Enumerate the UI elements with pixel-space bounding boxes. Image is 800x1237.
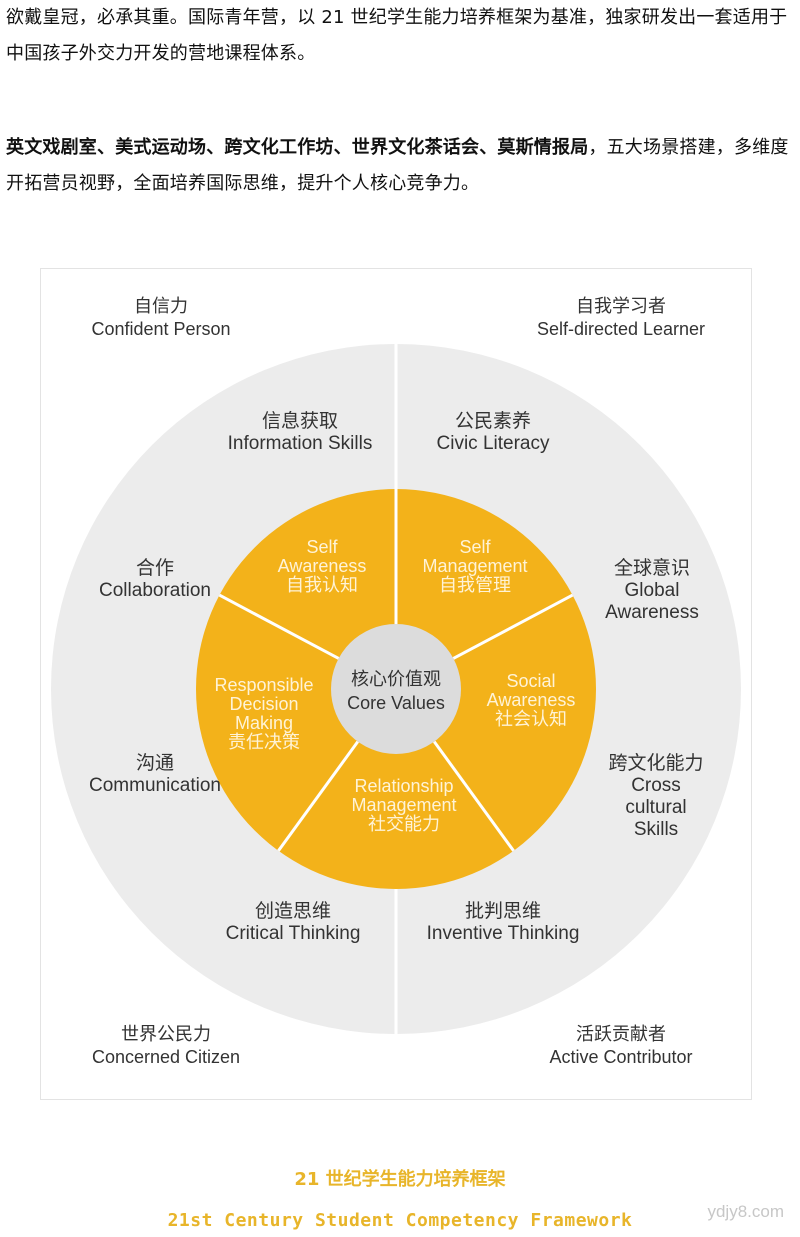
scene-list-bold: 英文戏剧室、美式运动场、跨文化工作坊、世界文化茶话会、莫斯情报局 [6,137,589,158]
corner-active-contributor: 活跃贡献者 Active Contributor [521,1023,721,1069]
corner-en: Self-directed Learner [536,319,706,339]
inner-segment-label-line: Awareness [278,556,367,576]
outer-competency-label-line: Global [625,580,680,601]
inner-segment-label-line: Management [422,556,527,576]
outer-competency-label-line: 沟通 [136,752,174,774]
watermark: ydjy8.com [707,1202,784,1221]
inner-segment-label-line: Self [306,537,338,557]
corner-confident-person: 自信力 Confident Person [71,295,251,341]
corner-cn: 活跃贡献者 [576,1024,666,1044]
inner-divider [452,593,574,660]
inner-segment-label-line: Decision [229,694,298,714]
inner-segment-label-line: 社会认知 [495,709,567,729]
corner-en: Confident Person [91,319,231,339]
outer-competency-label-line: Critical Thinking [226,923,361,944]
intro-paragraph-2: 英文戏剧室、美式运动场、跨文化工作坊、世界文化茶话会、莫斯情报局，五大场景搭建，… [6,130,796,202]
outer-competency-label-line: 创造思维 [255,900,331,922]
outer-competency-label-line: 合作 [136,557,174,579]
outer-competency-label-line: 跨文化能力 [608,752,703,774]
outer-competency-label-line: cultural [625,797,686,818]
outer-competency-label-line: Awareness [605,602,699,623]
inner-segment-label-line: Social [506,671,555,691]
outer-competency-label-line: Communication [89,775,221,796]
corner-cn: 世界公民力 [121,1024,211,1044]
inner-segment-label-line: Making [235,713,293,733]
center-cn: 核心价值观 [351,669,441,689]
inner-segment-label-line: Self [459,537,491,557]
inner-divider [218,593,340,660]
center-circle [331,624,461,754]
center-en: Core Values [347,693,445,713]
corner-cn: 自我学习者 [576,296,666,316]
inner-segment-label-line: Awareness [487,690,576,710]
corner-self-directed-learner: 自我学习者 Self-directed Learner [511,295,731,341]
inner-segment-label-line: 自我管理 [439,575,511,595]
outer-competency-label-line: 批判思维 [465,900,541,922]
inner-segment-label-line: Responsible [214,675,313,695]
inner-segment-label-line: Relationship [354,776,453,796]
outer-competency-label-line: Inventive Thinking [427,923,580,944]
inner-segment-label-line: 自我认知 [286,575,358,595]
outer-competency-label-line: Collaboration [99,580,211,601]
caption-chinese: 21 世纪学生能力培养框架 [294,1169,506,1190]
corner-cn: 自信力 [134,296,188,316]
outer-competency-label-line: 公民素养 [455,410,531,432]
outer-competency-label-line: Cross [631,775,681,796]
outer-competency-label-line: Civic Literacy [437,433,550,454]
inner-segment-label-line: Management [351,795,456,815]
scene-list-rest: ，五大场景搭建，多维度开拓营员视野，全面培养国际思维，提升个人核心竞争力。 [6,137,789,194]
outer-competency-label-line: 全球意识 [614,557,690,579]
inner-segment-label-line: 责任决策 [228,732,300,752]
outer-competency-label-line: Skills [634,819,678,840]
corner-concerned-citizen: 世界公民力 Concerned Citizen [71,1023,261,1069]
inner-divider [277,740,360,852]
outer-competency-label-line: 信息获取 [262,410,338,432]
outer-competency-label-line: Information Skills [228,433,373,454]
corner-en: Concerned Citizen [91,1047,241,1067]
caption-english: 21st Century Student Competency Framewor… [167,1210,633,1231]
inner-divider [432,740,515,852]
corner-en: Active Contributor [549,1047,693,1067]
inner-segment-label-line: 社交能力 [368,814,440,834]
intro-paragraph-1: 欲戴皇冠，必承其重。国际青年营，以 21 世纪学生能力培养框架为基准，独家研发出… [6,7,788,64]
